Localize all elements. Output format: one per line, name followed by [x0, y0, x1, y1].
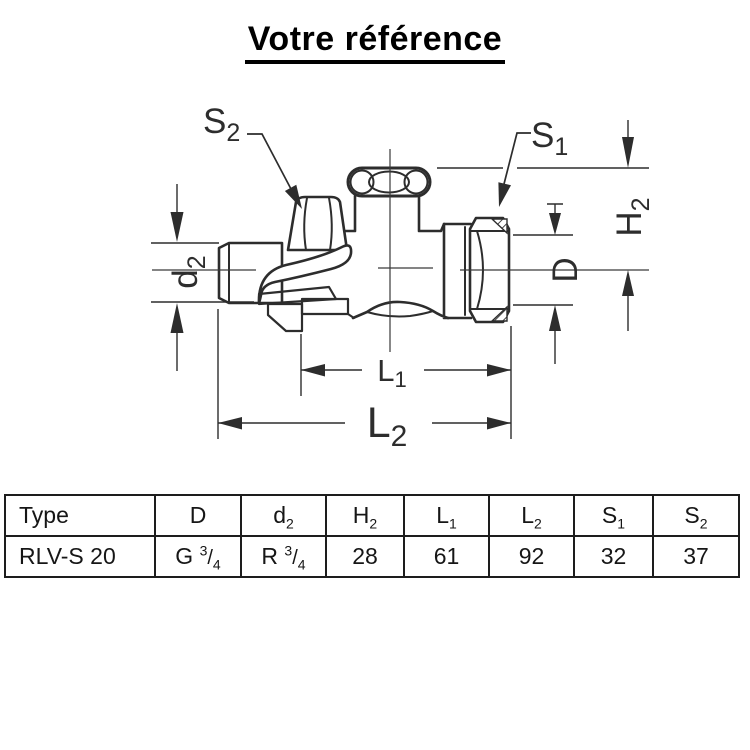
dimension-l1: L1 [300, 334, 511, 396]
header-D: D [154, 494, 242, 537]
cell-s2: 37 [652, 535, 740, 578]
spec-data-row: RLV-S 20 G 3/4 R 3/4 28 61 92 32 37 [4, 535, 740, 578]
cell-type: RLV-S 20 [4, 535, 156, 578]
header-l2: L2 [488, 494, 575, 537]
cell-d2: R 3/4 [240, 535, 327, 578]
header-h2: H2 [325, 494, 405, 537]
valve-diagram: d2 D H2 S2 S1 [151, 102, 655, 453]
header-l1: L1 [403, 494, 490, 537]
label-s2: S2 [203, 102, 240, 147]
header-type: Type [4, 494, 156, 537]
handle-cap [346, 166, 432, 198]
section-hatch-block [266, 302, 304, 333]
dimension-l2: L2 [217, 309, 512, 453]
page-title: Votre référence [0, 20, 750, 64]
s2-nut [257, 195, 355, 333]
label-l1: L1 [377, 353, 407, 392]
dimension-d2: d2 [151, 184, 254, 371]
cell-l2: 92 [488, 535, 575, 578]
label-D: D [546, 257, 585, 282]
nut-corner-hatch-top [490, 218, 508, 235]
header-d2: d2 [240, 494, 327, 537]
spec-header-row: Type D d2 H2 L1 L2 S1 S2 [4, 494, 740, 537]
dimension-D: D [513, 203, 585, 364]
centerlines [152, 149, 649, 352]
label-h2: H2 [610, 197, 655, 236]
cell-D: G 3/4 [154, 535, 242, 578]
valve-body [217, 166, 511, 333]
cell-s1: 32 [573, 535, 654, 578]
header-s1: S1 [573, 494, 654, 537]
cell-h2: 28 [325, 535, 405, 578]
nut-corner-hatch-bottom [490, 305, 508, 322]
cell-l1: 61 [403, 535, 490, 578]
label-d2: d2 [166, 255, 211, 288]
valve-center-body [330, 194, 473, 320]
label-s1: S1 [531, 116, 568, 161]
spec-table: Type D d2 H2 L1 L2 S1 S2 RLV-S 20 G 3/4 … [4, 494, 740, 578]
header-s2: S2 [652, 494, 740, 537]
label-l2: L2 [367, 399, 408, 453]
thread-seal-band [300, 297, 350, 316]
leader-s2: S2 [203, 102, 302, 209]
leader-s1: S1 [498, 116, 568, 207]
dimension-h2: H2 [437, 120, 655, 331]
